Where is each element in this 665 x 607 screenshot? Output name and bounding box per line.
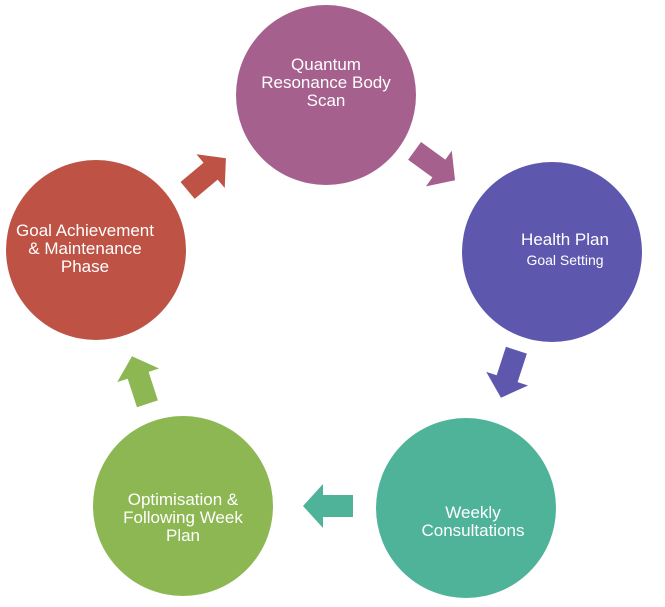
arrow-shape: [486, 346, 529, 398]
stage-label-scan-line-3: Scan: [307, 91, 346, 110]
arrow-weekly-to-optimisation: [303, 484, 353, 528]
arrow-scan-to-plan: [408, 141, 456, 187]
stage-label-optimisation-line-3: Plan: [166, 526, 200, 545]
stage-label-goal-line-1: Goal Achievement: [16, 221, 154, 240]
stage-label-scan-line-1: Quantum: [291, 55, 361, 74]
arrow-shape: [117, 356, 160, 408]
stage-label-plan: Health Plan: [521, 230, 609, 249]
stage-circle-plan: [462, 162, 642, 342]
stage-circle-scan: [236, 5, 416, 185]
stage-label-weekly-line-1: Weekly: [445, 503, 501, 522]
arrow-shape: [303, 484, 353, 528]
arrow-plan-to-weekly: [486, 346, 529, 398]
stage-label-goal-line-3: Phase: [61, 257, 109, 276]
stage-label-goal-line-2: & Maintenance: [28, 239, 141, 258]
stage-label-weekly-line-2: Consultations: [421, 521, 524, 540]
stage-circle-optimisation: [93, 416, 273, 596]
arrow-shape: [408, 141, 456, 187]
stage-circle-goal: [6, 160, 186, 340]
stage-circle-weekly: [376, 418, 556, 598]
stage-sublabel-plan: Goal Setting: [526, 252, 603, 268]
stage-label-optimisation-line-2: Following Week: [123, 508, 243, 527]
arrow-shape: [180, 154, 226, 199]
stage-label-scan-line-2: Resonance Body: [261, 73, 391, 92]
arrow-optimisation-to-goal: [117, 356, 160, 408]
stage-label-optimisation-line-1: Optimisation &: [128, 490, 239, 509]
arrow-goal-to-scan: [180, 154, 226, 199]
